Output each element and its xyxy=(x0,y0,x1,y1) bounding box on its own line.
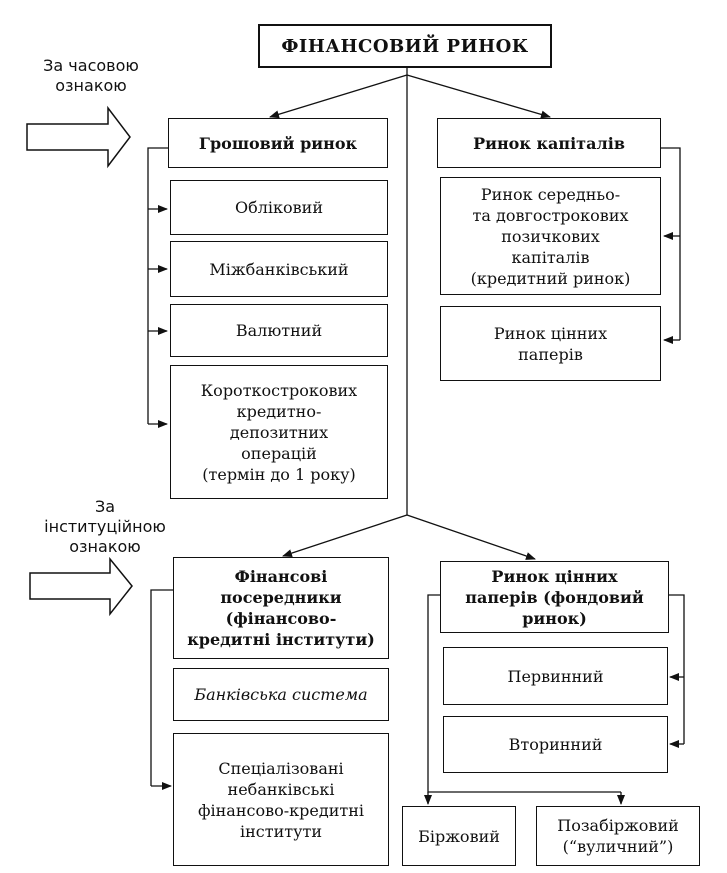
securities-market-item-exchange: Біржовий xyxy=(402,806,516,866)
intermediaries-header: Фінансові посередники (фінансово- кредит… xyxy=(173,557,389,659)
securities-market-header: Ринок цінних паперів (фондовий ринок) xyxy=(440,561,669,633)
intermediaries-item-banking: Банківська система xyxy=(173,668,389,721)
intermediaries-item-nonbank: Спеціалізовані небанківські фінансово-кр… xyxy=(173,733,389,866)
securities-market-item-otc: Позабіржовий (“вуличний”) xyxy=(536,806,700,866)
page-title: ФІНАНСОВИЙ РИНОК xyxy=(258,24,552,68)
money-market-item-currency: Валютний xyxy=(170,304,388,357)
capital-market-header: Ринок капіталів xyxy=(437,118,661,168)
money-market-item-short-term: Короткострокових кредитно- депозитних оп… xyxy=(170,365,388,499)
capital-market-item-credit: Ринок середньо- та довгострокових позичк… xyxy=(440,177,661,295)
money-market-item-discount: Обліковий xyxy=(170,180,388,235)
money-market-header: Грошовий ринок xyxy=(168,118,388,168)
hollow-arrow-time xyxy=(26,105,131,169)
time-sign-label: За часовою ознакою xyxy=(43,56,139,95)
hollow-arrow-institutional xyxy=(29,556,133,617)
securities-market-item-primary: Первинний xyxy=(443,647,668,705)
money-market-item-interbank: Міжбанківський xyxy=(170,241,388,297)
institutional-sign-label: За інституційною ознакою xyxy=(44,497,166,556)
securities-market-item-secondary: Вторинний xyxy=(443,716,668,773)
capital-market-item-securities: Ринок цінних паперів xyxy=(440,306,661,381)
